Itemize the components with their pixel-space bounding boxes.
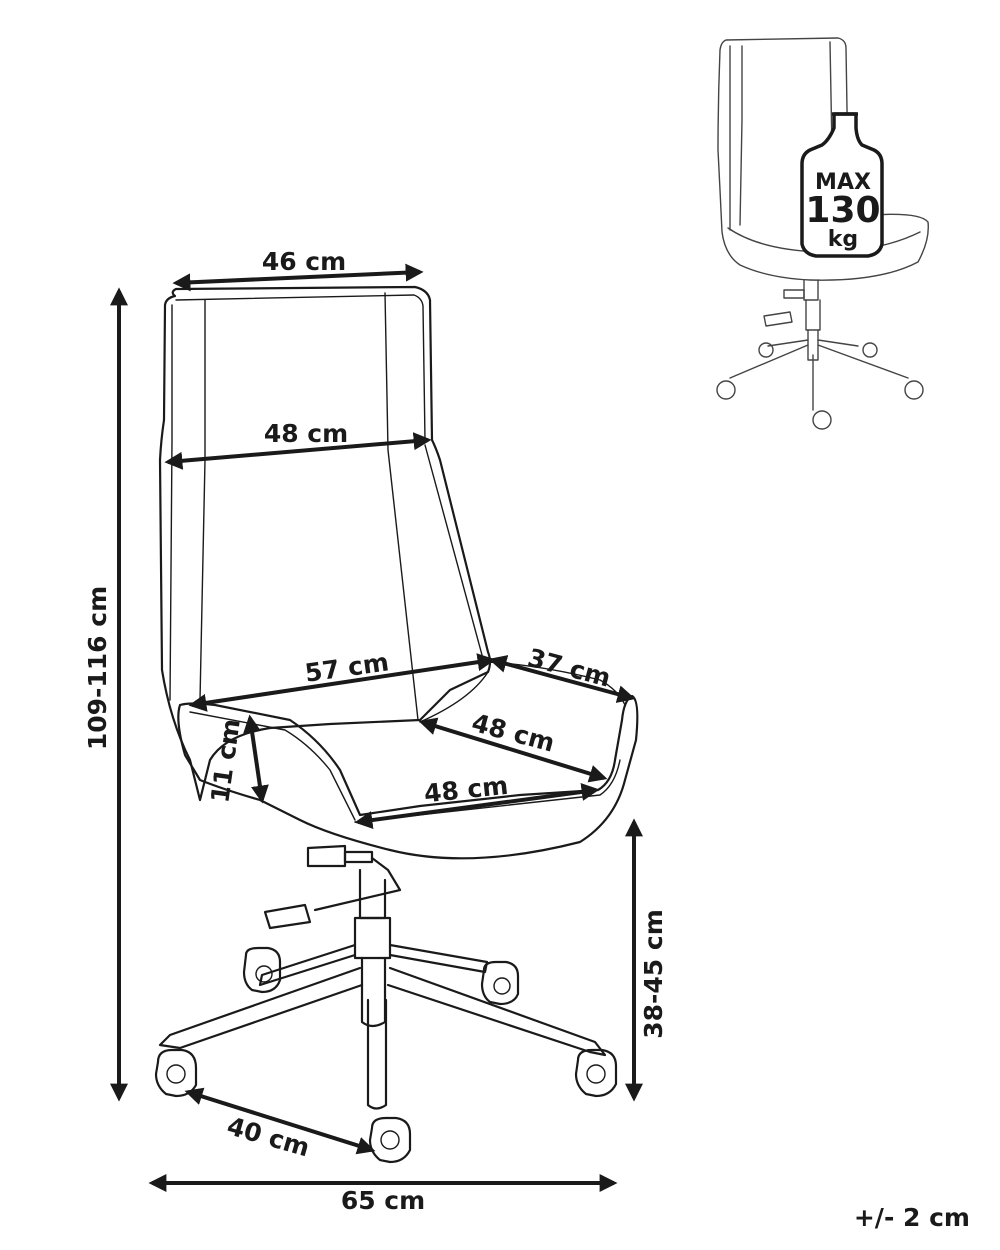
tolerance-note: +/- 2 cm bbox=[854, 1203, 970, 1232]
max-load-badge: MAX 130 kg bbox=[800, 112, 884, 258]
weight-icon bbox=[800, 112, 884, 258]
backrest-top-width-label: 46 cm bbox=[262, 247, 346, 276]
seat-height-label: 38-45 cm bbox=[639, 909, 668, 1039]
base-width-label: 65 cm bbox=[341, 1186, 425, 1215]
max-label: MAX bbox=[815, 170, 871, 195]
backrest-width-label: 48 cm bbox=[264, 419, 348, 448]
caster-left bbox=[154, 1048, 198, 1098]
seat-width-back-label: 57 cm bbox=[303, 647, 391, 687]
armrest-length-label: 37 cm bbox=[525, 643, 614, 693]
caster-front bbox=[368, 1116, 412, 1164]
max-load-unit: kg bbox=[828, 227, 858, 252]
caster-back-left bbox=[242, 946, 282, 994]
caster-right bbox=[574, 1048, 618, 1098]
max-load-value: 130 bbox=[805, 190, 880, 231]
caster-back-right bbox=[480, 960, 520, 1006]
armrest-height-label: 11 cm bbox=[205, 717, 245, 805]
total-height-label: 109-116 cm bbox=[83, 586, 112, 750]
dimension-arrows bbox=[110, 263, 643, 1192]
